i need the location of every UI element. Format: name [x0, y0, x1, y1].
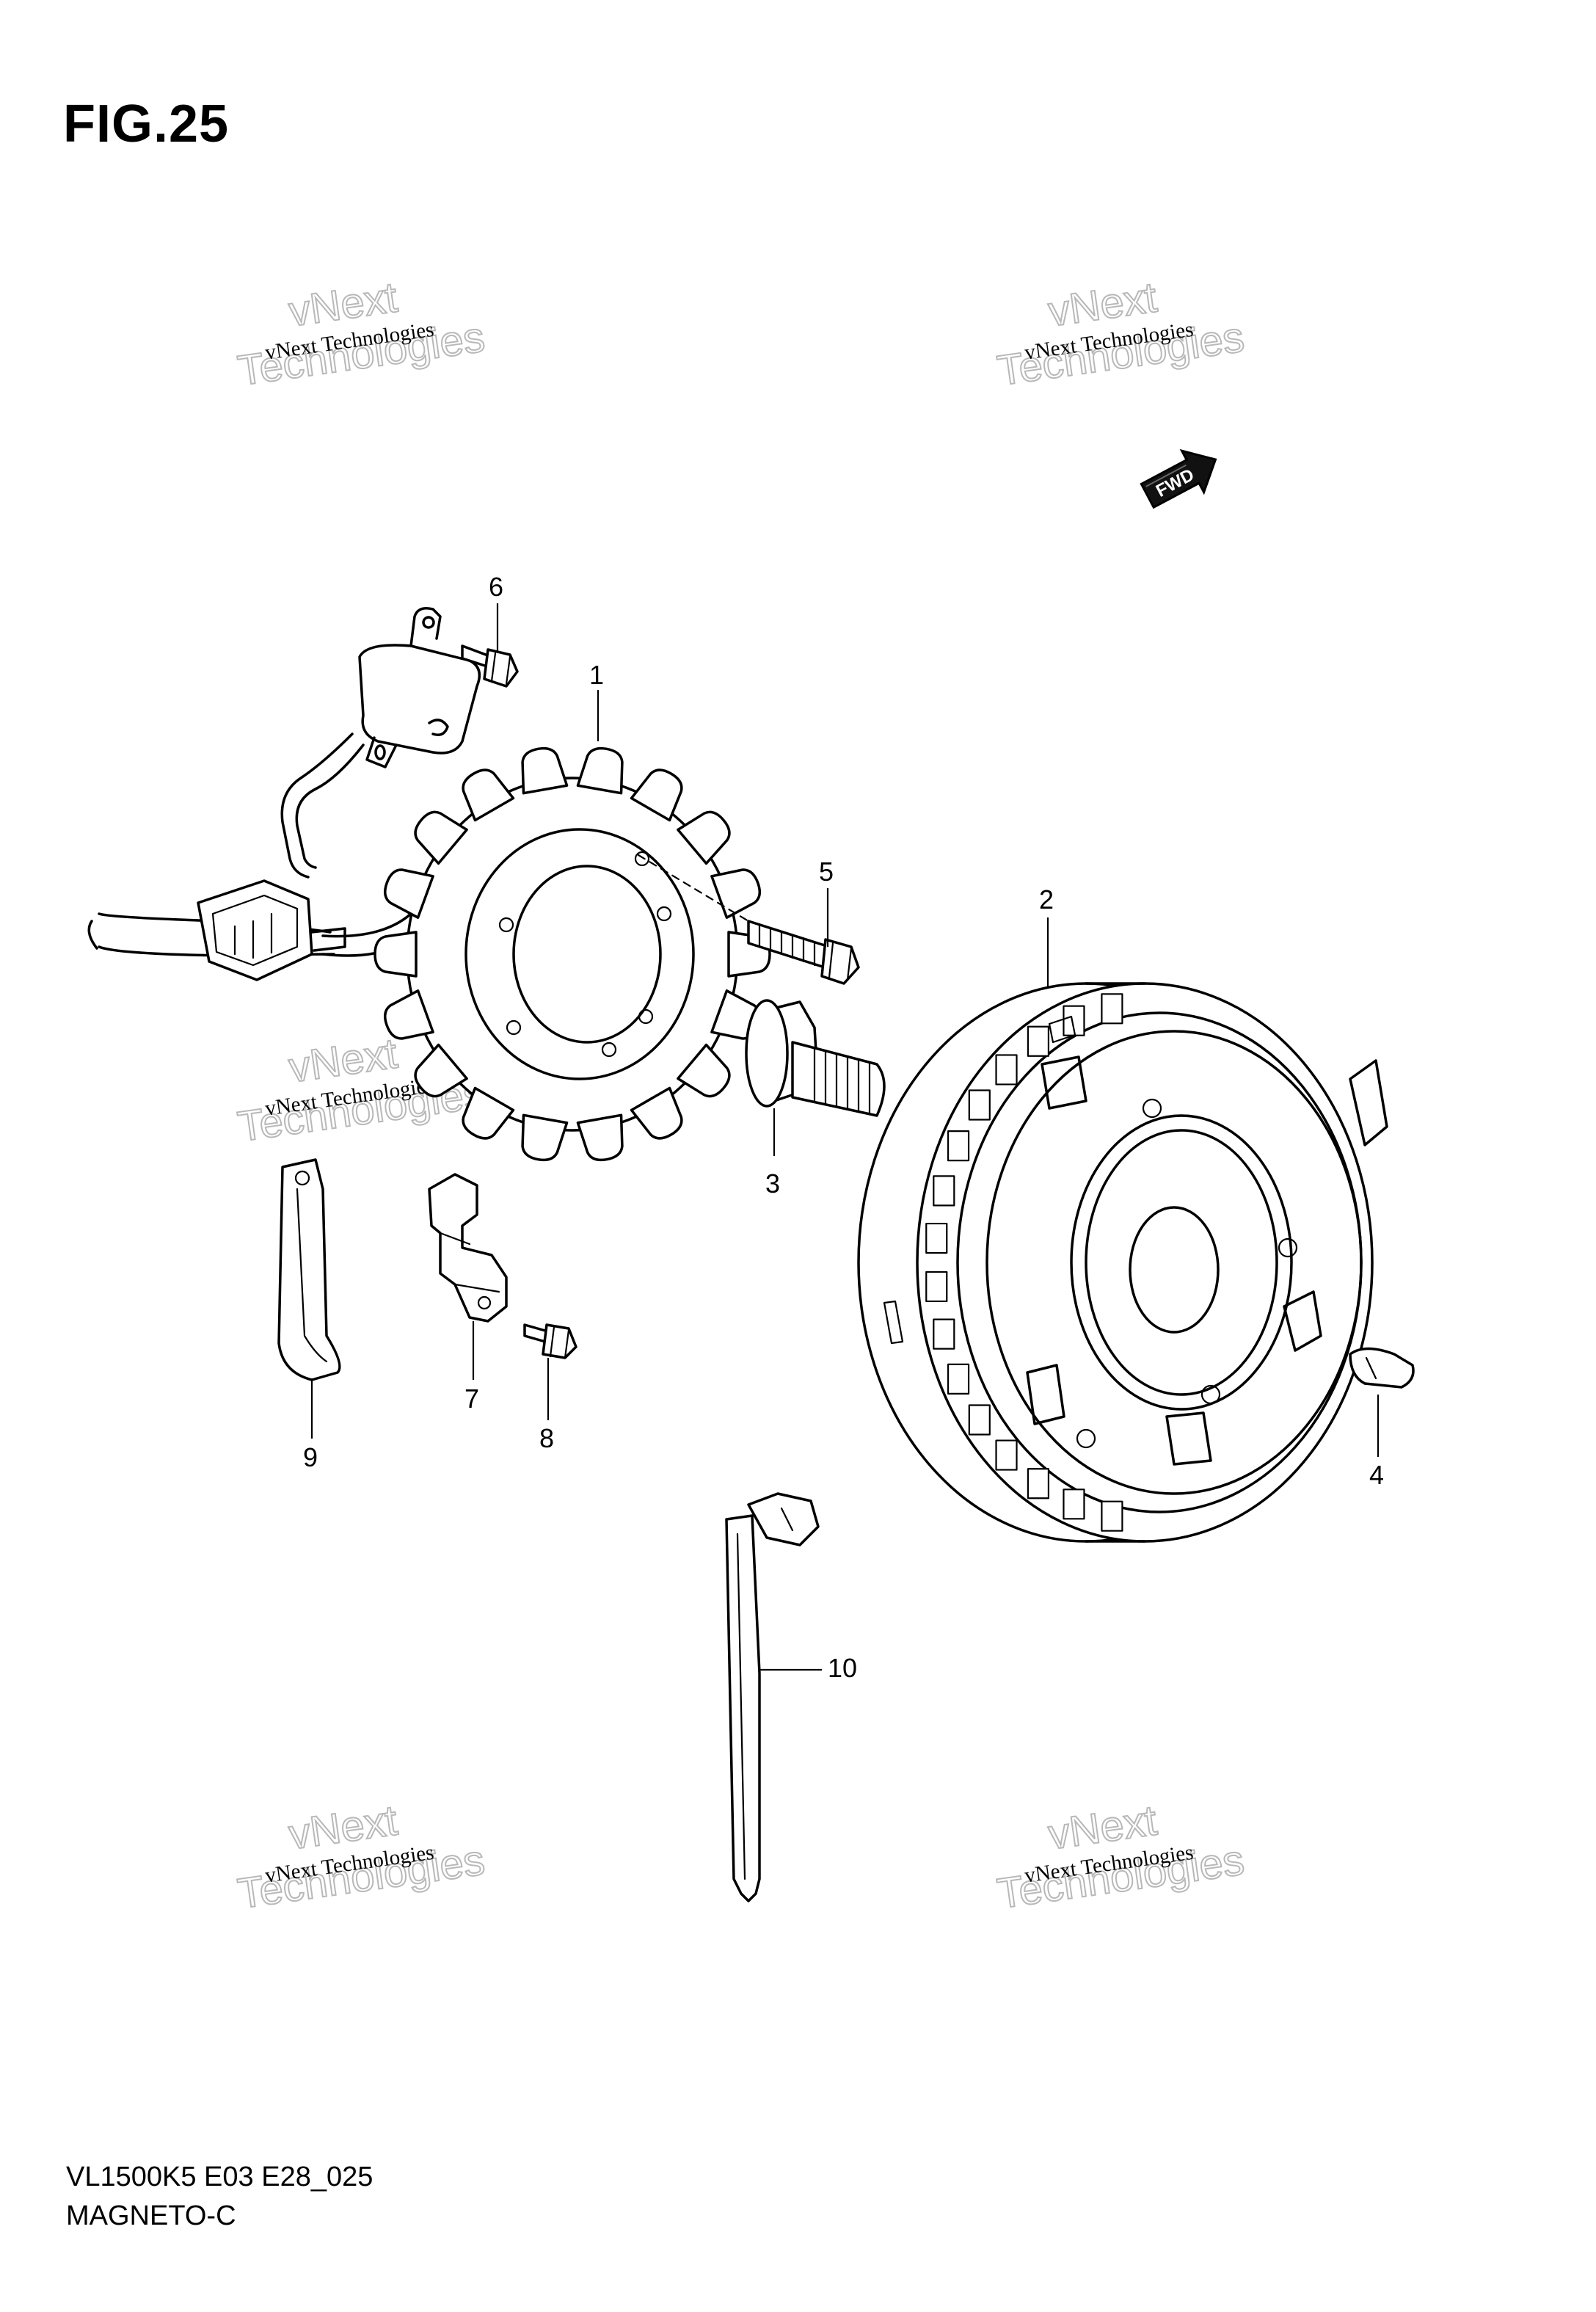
callout-2: 2	[1039, 884, 1054, 915]
figure-title: FIG.25	[63, 95, 230, 153]
rotor-magnet-segment	[925, 1222, 948, 1254]
rotor	[857, 982, 1388, 1543]
watermark-top-right: vNext Technologies vNext Technologies	[994, 272, 1247, 395]
stator-pole	[462, 1086, 515, 1140]
rotor-magnet-segment	[933, 1175, 955, 1207]
rotor-magnet-segment	[1063, 1488, 1085, 1520]
stator-pole	[383, 989, 434, 1040]
rotor-magnet-segment	[995, 1054, 1018, 1086]
callout-7: 7	[464, 1384, 479, 1414]
stator-pole	[414, 810, 468, 865]
wire-clamp	[428, 1173, 508, 1323]
wire-clamp-band	[277, 1158, 341, 1381]
stator-wire-harness	[87, 607, 481, 981]
stator-pole	[414, 1043, 468, 1098]
stator-pole	[576, 1113, 624, 1162]
callout-5: 5	[819, 857, 834, 887]
watermark-top-left: vNext Technologies vNext Technologies	[234, 272, 488, 395]
watermark-bottom-right: vNext Technologies vNext Technologies	[994, 1795, 1247, 1918]
callout-3: 3	[765, 1168, 780, 1199]
rotor-magnet-segment	[1027, 1025, 1050, 1057]
stator-pole	[374, 931, 418, 978]
stator-pole	[677, 810, 731, 865]
stator-pole	[521, 746, 569, 795]
sensor-screw	[461, 644, 519, 688]
rotor-magnet-segment	[1101, 993, 1123, 1025]
rotor-magnet-segment	[1101, 1500, 1123, 1532]
stator-screw	[637, 854, 860, 985]
rotor-magnet-segment	[968, 1404, 991, 1436]
callout-10: 10	[828, 1653, 857, 1683]
rotor-magnet-segment	[968, 1089, 991, 1121]
clamp-screw	[523, 1323, 577, 1359]
stator-pole	[576, 746, 624, 795]
watermark-bottom-left: vNext Technologies vNext Technologies	[234, 1795, 488, 1918]
callout-9: 9	[303, 1442, 318, 1472]
stator-pole	[521, 1113, 569, 1162]
rotor-magnet-segments	[925, 993, 1123, 1532]
rotor-magnet-segment	[947, 1363, 970, 1395]
woodruff-key	[1349, 1347, 1415, 1389]
rotor-bolt	[745, 999, 886, 1117]
rotor-magnet-segment	[933, 1318, 955, 1350]
rotor-magnet-segment	[947, 1130, 970, 1162]
callout-4: 4	[1369, 1460, 1384, 1490]
stator-pole	[677, 1043, 731, 1098]
stator-pole	[630, 1086, 683, 1140]
stator-pole	[630, 768, 683, 822]
stator-pole	[383, 868, 434, 919]
callout-6: 6	[489, 572, 503, 602]
cable-tie	[725, 1492, 820, 1902]
callout-1: 1	[589, 660, 604, 690]
rotor-magnet-segment	[995, 1439, 1018, 1471]
rotor-magnet-segment	[925, 1270, 948, 1303]
footer-model-code: VL1500K5 E03 E28_025	[66, 2162, 374, 2192]
callout-8: 8	[539, 1423, 554, 1453]
callout-leaders	[310, 603, 1380, 1671]
stator-pole	[462, 768, 515, 822]
rotor-magnet-segment	[1027, 1468, 1050, 1499]
footer-section-name: MAGNETO-C	[66, 2200, 236, 2231]
fwd-arrow-badge: FWD	[1140, 448, 1217, 509]
